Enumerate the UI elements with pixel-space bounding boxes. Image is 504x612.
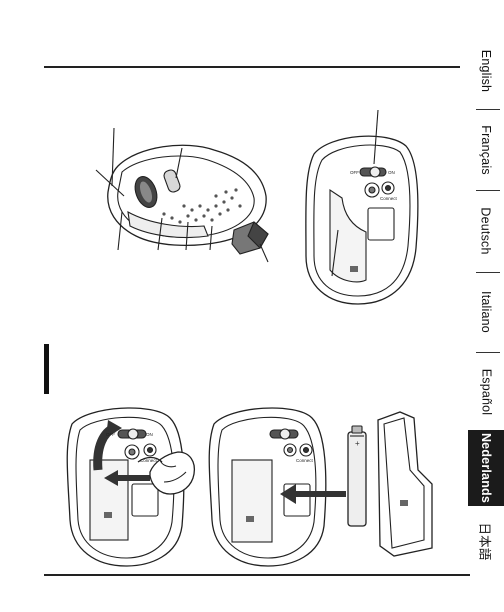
battery-cover-icon [378, 412, 432, 556]
battery-step-mouse-right [209, 408, 346, 566]
battery-step-mouse-left [67, 408, 194, 566]
dpi-button-icon [163, 169, 182, 194]
aa-battery-icon: + [348, 426, 366, 526]
step-connect-right: Connect [296, 458, 314, 463]
bottom-connect-label: Connect [380, 196, 398, 201]
power-switch-icon [360, 167, 386, 177]
usb-receiver-icon [232, 222, 268, 262]
scroll-wheel-icon [131, 174, 161, 211]
bottom-switch-on: ON [388, 170, 395, 175]
step-switch-off: OFF [106, 432, 115, 437]
step-switch-on: ON [146, 432, 153, 437]
bottom-switch-off: OFF [350, 170, 359, 175]
svg-text:+: + [355, 439, 360, 448]
mouse-bottom-view [306, 110, 418, 304]
step-connect-left: Connect [140, 458, 158, 463]
grip-texture [162, 188, 241, 223]
